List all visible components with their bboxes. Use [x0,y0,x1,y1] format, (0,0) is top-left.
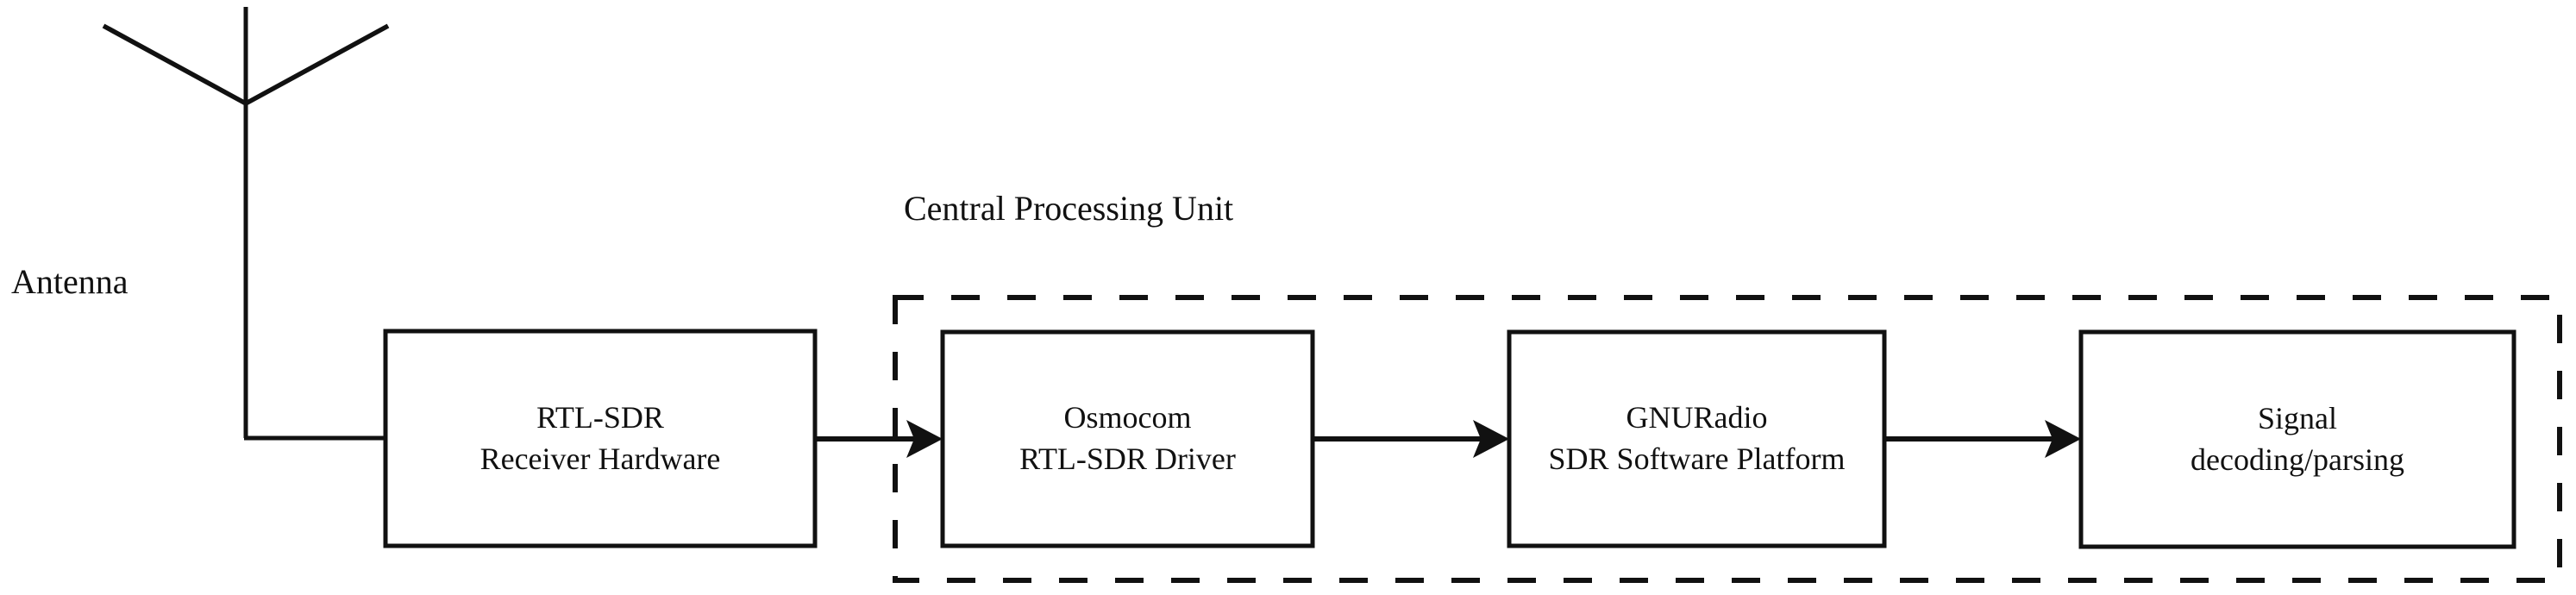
connector-gnuradio-to-decoder-arrowhead [2045,420,2081,458]
block-signal-decoding-parsing[interactable] [2078,329,2516,549]
connector-hw-to-driver [815,420,943,458]
central-processing-unit-group-box [893,295,2562,583]
connector-gnuradio-to-decoder [1884,420,2081,458]
block-osmocom-rtl-sdr-driver[interactable] [940,329,1315,548]
central-processing-unit-label: Central Processing Unit [904,189,1234,228]
antenna-label: Antenna [11,262,128,301]
block-gnuradio-sdr-software-platform[interactable] [1507,329,1887,548]
block-rtl-sdr-receiver-hardware[interactable] [383,329,818,548]
connector-driver-to-gnuradio-arrowhead [1473,420,1509,458]
antenna-right-arm-line [244,23,390,106]
connector-driver-to-gnuradio [1313,420,1509,458]
connector-hw-to-driver-arrowhead [906,420,943,458]
antenna-symbol [102,7,390,441]
antenna-left-arm-line [102,23,248,106]
